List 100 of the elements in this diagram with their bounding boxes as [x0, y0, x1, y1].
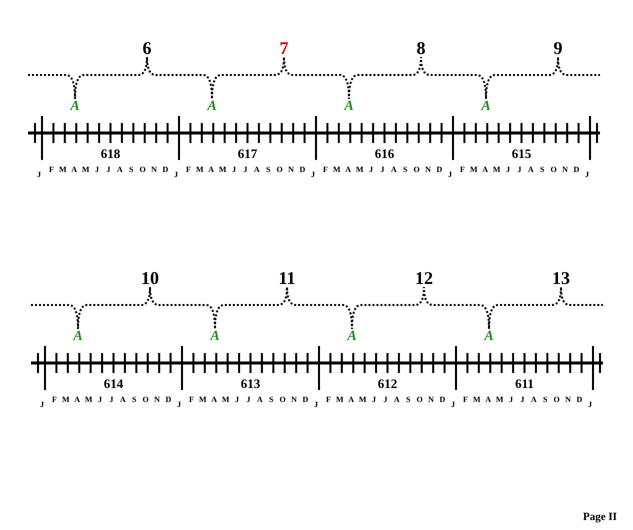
month-letter: O — [139, 166, 146, 174]
month-letter: M — [496, 396, 504, 404]
month-letter: N — [565, 396, 571, 404]
month-letter: J — [506, 166, 510, 174]
callout-number: 12 — [415, 269, 433, 287]
month-letter: J — [232, 166, 236, 174]
month-letter: S — [266, 166, 270, 174]
month-letter: F — [460, 166, 465, 174]
callout-number: 9 — [554, 39, 562, 57]
month-letter: N — [291, 396, 297, 404]
month-letter: A — [71, 166, 78, 174]
month-letter: A — [254, 166, 260, 174]
month-letter: J — [98, 396, 102, 404]
month-letter: M — [196, 166, 204, 174]
month-letter: N — [154, 396, 160, 404]
month-letter: F — [186, 166, 191, 174]
month-letter: J — [95, 166, 99, 174]
year-label: 618 — [100, 147, 120, 160]
month-letter: S — [402, 166, 408, 174]
month-letter: S — [406, 396, 410, 404]
marker-letter: A — [210, 330, 220, 344]
month-letter: J — [311, 171, 315, 179]
month-letter: D — [162, 166, 168, 174]
month-letter: M — [62, 396, 70, 404]
month-letter: J — [235, 396, 239, 404]
callout-number: 7 — [280, 39, 288, 57]
month-letter: J — [380, 166, 384, 174]
month-letter: J — [174, 171, 178, 179]
marker-letter: A — [207, 100, 217, 114]
month-letter: M — [356, 166, 364, 174]
month-letter: F — [48, 166, 54, 174]
month-letter: F — [326, 396, 331, 404]
month-letter: O — [276, 166, 283, 174]
month-letter: J — [369, 166, 373, 174]
month-letter: J — [588, 401, 592, 409]
marker-letter: A — [347, 330, 357, 344]
month-letter: M — [358, 396, 366, 404]
month-letter: A — [120, 396, 126, 404]
month-letter: A — [485, 396, 492, 404]
month-letter: O — [142, 396, 149, 404]
month-letter: J — [372, 396, 376, 404]
month-letter: M — [199, 396, 207, 404]
year-label: 614 — [104, 377, 124, 390]
month-letter: O — [550, 166, 557, 174]
month-letter: A — [394, 396, 400, 404]
year-label: 616 — [374, 147, 394, 160]
month-letter: J — [177, 401, 181, 409]
month-letter: D — [436, 166, 442, 174]
month-letter: M — [84, 396, 92, 404]
month-letter: A — [208, 166, 214, 174]
callout-number: 8 — [416, 39, 426, 57]
month-letter: O — [553, 396, 560, 404]
month-letter: S — [268, 396, 274, 404]
month-letter: A — [345, 166, 352, 174]
month-letter: M — [218, 166, 226, 174]
month-letter: J — [383, 396, 388, 404]
month-letter: S — [542, 396, 548, 404]
month-letter: J — [246, 396, 250, 404]
callout-number: 6 — [142, 39, 152, 57]
month-letter: F — [462, 396, 468, 404]
month-letter: O — [413, 166, 420, 174]
month-letter: A — [530, 396, 537, 404]
month-letter: N — [151, 166, 157, 174]
marker-letter: A — [484, 330, 494, 344]
month-letter: J — [451, 401, 455, 409]
month-letter: N — [288, 166, 294, 174]
month-letter: M — [59, 166, 67, 174]
month-letter: J — [243, 166, 248, 174]
month-letter: N — [425, 166, 431, 174]
month-letter: J — [37, 171, 41, 179]
month-letter: M — [82, 166, 90, 174]
month-letter: A — [390, 166, 397, 174]
month-letter: F — [188, 396, 194, 404]
marker-letter: A — [344, 100, 354, 114]
year-label: 611 — [515, 377, 534, 390]
marker-letter: A — [70, 100, 80, 114]
month-letter: J — [40, 401, 44, 409]
month-letter: A — [256, 396, 263, 404]
year-label: 615 — [512, 147, 532, 160]
month-letter: J — [109, 396, 114, 404]
month-letter: D — [576, 396, 582, 404]
month-letter: A — [211, 396, 218, 404]
year-label: 617 — [238, 147, 258, 160]
month-letter: J — [509, 396, 513, 404]
month-letter: S — [132, 396, 136, 404]
month-letter: J — [520, 396, 524, 404]
month-letter: N — [428, 396, 434, 404]
page-number: Page II — [583, 512, 617, 523]
month-letter: D — [302, 396, 308, 404]
month-letter: N — [562, 166, 568, 174]
month-letter: M — [470, 166, 478, 174]
month-letter: J — [106, 166, 110, 174]
month-letter: M — [336, 396, 344, 404]
month-letter: A — [348, 396, 354, 404]
month-letter: J — [517, 166, 522, 174]
month-letter: M — [473, 396, 481, 404]
month-letter: F — [52, 396, 57, 404]
month-letter: O — [416, 396, 423, 404]
year-label: 613 — [240, 377, 260, 390]
callout-number: 10 — [141, 269, 159, 287]
